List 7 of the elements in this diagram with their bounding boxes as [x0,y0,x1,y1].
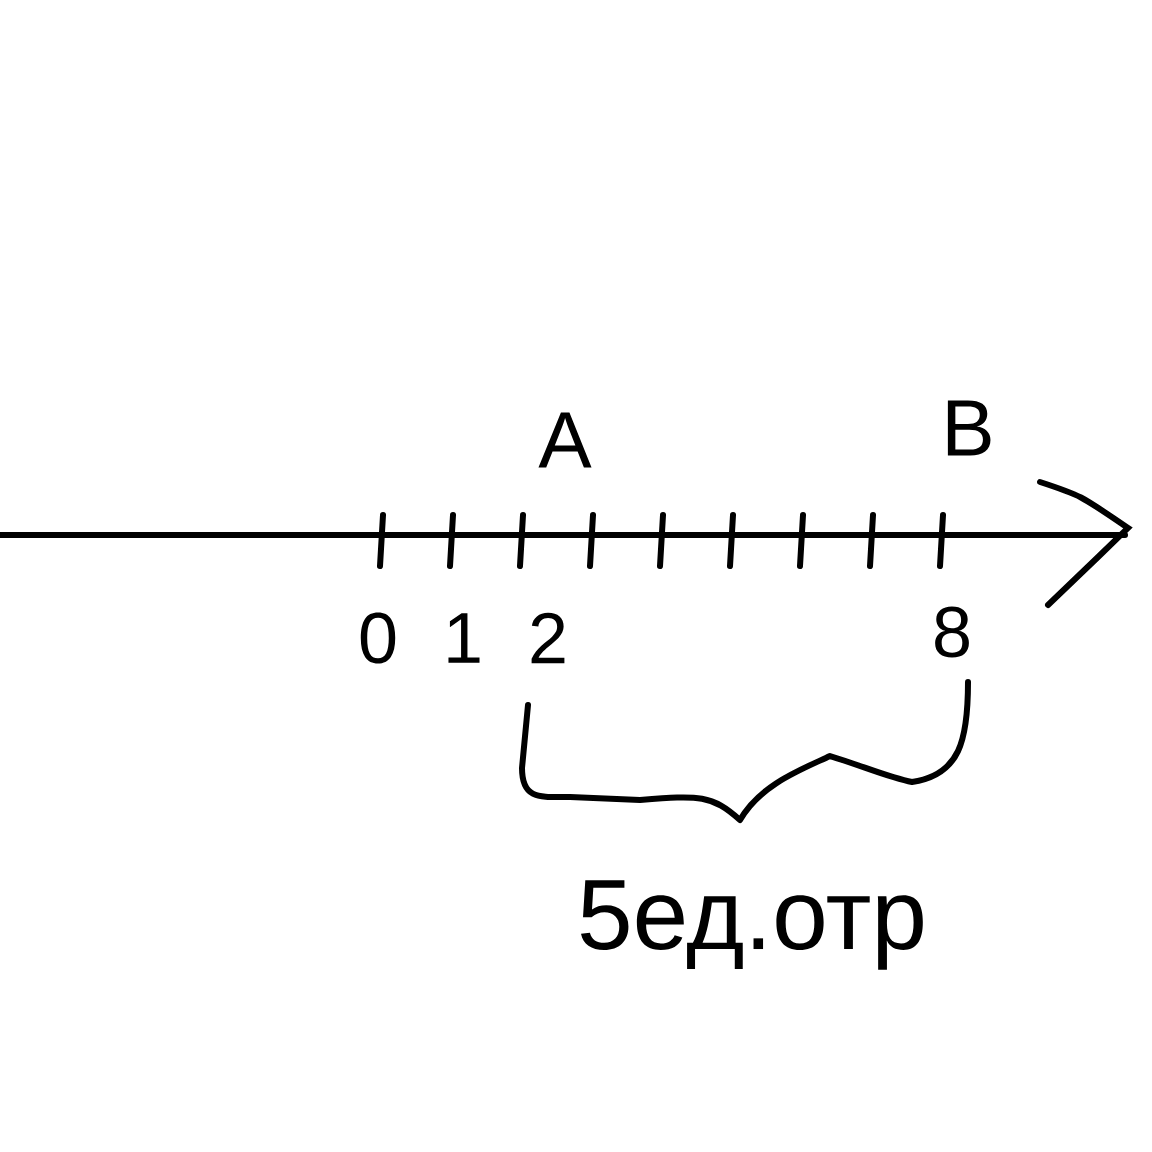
tick-label: 2 [531,612,565,664]
point-label: А [538,412,592,468]
tick-label: 1 [448,613,480,663]
tick-label: 8 [935,606,969,658]
brace-label: 5ед.отр [581,880,923,970]
point-label: В [947,400,991,456]
tick-label: 0 [360,612,396,664]
